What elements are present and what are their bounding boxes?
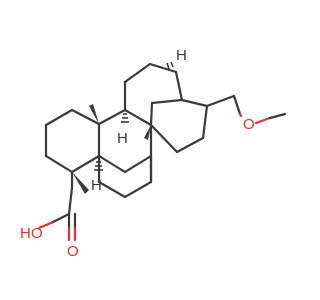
carboxylic-acid-group [37,170,77,242]
hash-bond [170,61,174,68]
methoxymethyl-group [205,94,287,125]
bond [205,94,236,108]
bond [67,186,74,216]
bond [37,221,53,230]
molecule-structure-diagram: H H H O H O O [20,47,287,260]
bond [123,108,153,127]
bond [174,70,184,102]
bond [254,116,272,125]
bridged-rings [97,62,209,199]
bond [97,154,127,174]
bond [70,108,101,126]
hydroxyl-hydrogen-label: H [20,225,31,242]
ether-oxygen-label: O [243,116,255,133]
stereo-h-label: H [176,47,187,64]
carbonyl-oxygen-label: O [67,243,79,260]
bond [44,108,74,127]
bond [97,108,127,126]
ring-b [97,108,153,174]
bond [175,136,205,154]
hash-bond [166,62,170,70]
bond [44,154,74,174]
bond [149,101,154,127]
bond [150,98,184,105]
wedge-bond-methyl-top [89,104,99,124]
bond [97,180,127,199]
bond [123,62,152,84]
bond [232,94,242,116]
bond [123,154,153,174]
bond [201,104,209,140]
bond [70,154,101,174]
bond [238,112,243,118]
stereo-h-label: H [91,177,102,194]
bond [180,98,209,108]
stereo-bonds [72,61,174,194]
wedge-bond-ring-junction [144,125,151,140]
bond [123,180,153,199]
bond [268,112,287,120]
stereo-h-label: H [117,130,128,147]
hydroxyl-oxygen-label: O [31,225,43,242]
bond [149,123,179,154]
ring-a [44,108,101,174]
bond [49,212,71,225]
bond [148,62,178,74]
wedge-bond-methyl [72,172,89,194]
